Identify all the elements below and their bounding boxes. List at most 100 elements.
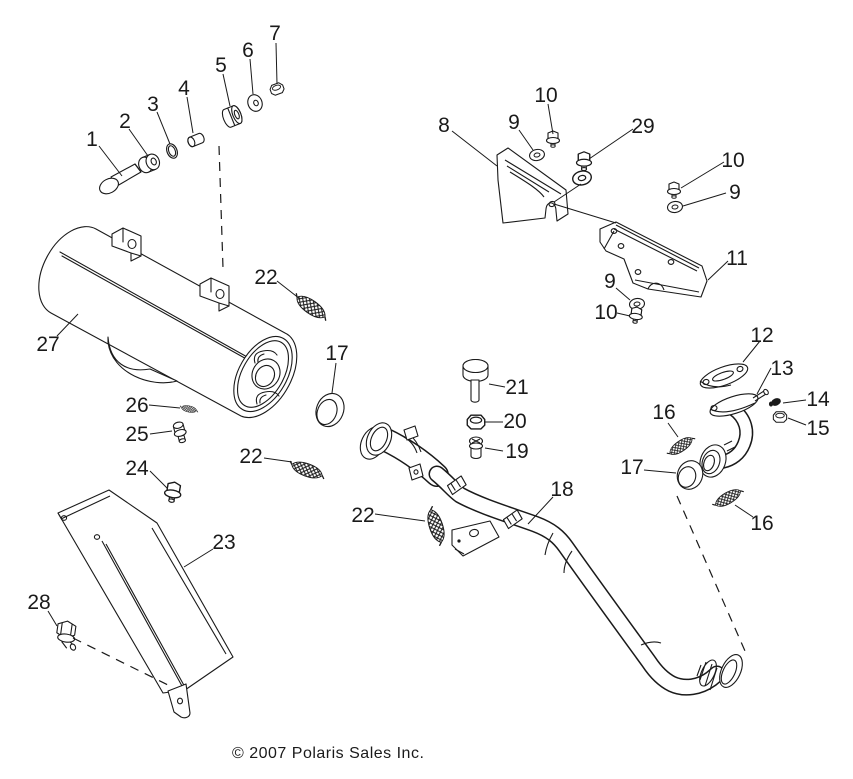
callout-label-heat-shield-front: 8 xyxy=(438,114,450,137)
callout-leader-rivet xyxy=(149,430,173,435)
bolt-1 xyxy=(99,163,142,195)
washer-9a xyxy=(527,147,547,163)
callout-label-side-heat-shield: 23 xyxy=(212,531,235,554)
callout-leader-screw xyxy=(680,161,725,189)
callout-leader-gasket xyxy=(742,340,761,363)
bolt-24 xyxy=(162,480,184,505)
callout-leader-screw xyxy=(588,128,634,160)
plug-bolt-28 xyxy=(56,620,77,651)
callout-leader-bolt xyxy=(149,470,168,489)
grommet-2 xyxy=(138,153,161,174)
spring-26 xyxy=(178,403,200,415)
dashed-axis-lines xyxy=(72,145,746,686)
callout-label-nut: 20 xyxy=(503,410,526,433)
bolt-19 xyxy=(468,436,484,460)
callout-label-washer: 9 xyxy=(508,111,520,134)
callout-label-screw: 10 xyxy=(721,149,744,172)
callout-leader-washer xyxy=(518,129,534,151)
callout-leader-screw xyxy=(547,103,554,135)
callout-label-bolt: 1 xyxy=(86,128,98,151)
callout-label-spacer: 4 xyxy=(178,77,190,100)
callout-leader-bolt xyxy=(98,145,123,177)
elbow-flange xyxy=(709,393,759,417)
callout-label-head-pipe: 18 xyxy=(550,478,573,501)
spring-16b xyxy=(710,484,746,512)
muffler-strap xyxy=(107,336,178,384)
assembly-lines xyxy=(553,183,617,224)
callout-leader-spring xyxy=(667,422,679,438)
pipe-clip-2 xyxy=(502,509,523,530)
callout-label-washer: 9 xyxy=(604,270,616,293)
muffler-hook-bottom xyxy=(255,390,280,405)
muffler-bracket-1 xyxy=(111,227,142,262)
rivet-25 xyxy=(172,421,187,444)
callout-leader-washer xyxy=(615,287,631,301)
callout-label-washer: 6 xyxy=(242,39,254,62)
callout-label-screw: 29 xyxy=(631,115,654,138)
callout-leader-spacer xyxy=(186,96,194,134)
spring-16a xyxy=(664,432,698,460)
callout-leader-plug-bolt xyxy=(47,610,58,627)
callout-label-spring: 16 xyxy=(652,401,675,424)
nut-15 xyxy=(772,411,788,423)
callout-label-ring: 3 xyxy=(147,93,159,116)
callout-label-bolt: 24 xyxy=(125,457,149,480)
nut-20 xyxy=(466,414,486,430)
washer-9b xyxy=(666,199,684,215)
callout-label-screw: 10 xyxy=(534,84,557,107)
screw-10c xyxy=(627,305,645,325)
exhaust-elbow xyxy=(699,388,769,478)
washer-29 xyxy=(570,168,594,188)
callout-label-spring: 16 xyxy=(750,512,773,535)
callout-label-grommet: 5 xyxy=(215,54,227,77)
spacer-4 xyxy=(187,132,205,148)
callout-label-spring: 22 xyxy=(351,504,374,527)
callout-label-washer: 9 xyxy=(729,181,741,204)
copyright-text: © 2007 Polaris Sales Inc. xyxy=(232,745,425,762)
pipe-clip-1 xyxy=(446,475,467,496)
exhaust-gasket xyxy=(699,363,749,389)
callout-leader-bolt xyxy=(484,447,504,452)
side-heat-shield xyxy=(57,489,234,719)
grommet-5 xyxy=(221,105,243,128)
callout-leader-muffler xyxy=(56,313,79,337)
callout-label-grommet: 2 xyxy=(119,110,131,133)
callout-label-seal-gasket: 17 xyxy=(620,456,643,479)
callout-leader-exhaust-elbow xyxy=(756,367,772,395)
callout-leader-spring xyxy=(263,457,293,463)
callout-leader-screw xyxy=(616,312,631,317)
seal-gasket-left xyxy=(315,392,345,428)
muffler-outlet xyxy=(251,358,281,390)
assembly-screw29-to-shield8 xyxy=(553,183,582,203)
callout-leader-ring xyxy=(156,111,171,145)
heat-shield-front xyxy=(496,147,569,224)
callout-leader-stud xyxy=(782,399,807,404)
callout-label-bolt: 19 xyxy=(505,440,528,463)
shield-foot-tab xyxy=(167,683,191,719)
callout-label-spring: 26 xyxy=(125,394,148,417)
callout-leader-plug xyxy=(488,383,506,388)
hardware xyxy=(56,81,788,651)
callout-label-gasket: 12 xyxy=(750,324,773,347)
spring-22c xyxy=(422,504,450,548)
spring-22a xyxy=(290,289,332,325)
screw-10b xyxy=(666,181,682,199)
seal-gasket-right xyxy=(676,460,704,490)
callout-label-stud: 14 xyxy=(806,388,830,411)
callout-label-nut: 7 xyxy=(269,22,281,45)
elbow-stud xyxy=(752,390,767,402)
screw-29 xyxy=(575,151,593,172)
callout-label-exhaust-elbow: 13 xyxy=(770,357,793,380)
callout-label-screw: 10 xyxy=(594,301,617,324)
callout-leader-spring xyxy=(734,504,754,518)
callout-leader-nut xyxy=(787,417,807,426)
callout-leader-seal-gasket xyxy=(331,362,337,394)
dashed-shield-bolt-axis xyxy=(72,637,169,686)
callout-label-heat-shield-rear: 11 xyxy=(726,247,748,270)
assembly-shield8-to-shield11 xyxy=(553,203,617,224)
dashed-elbow-to-pipe-axis xyxy=(676,495,746,652)
ring-3 xyxy=(166,143,178,159)
callout-label-plug: 21 xyxy=(505,376,528,399)
callout-leader-grommet xyxy=(222,73,231,107)
callout-leader-washer xyxy=(249,58,254,95)
